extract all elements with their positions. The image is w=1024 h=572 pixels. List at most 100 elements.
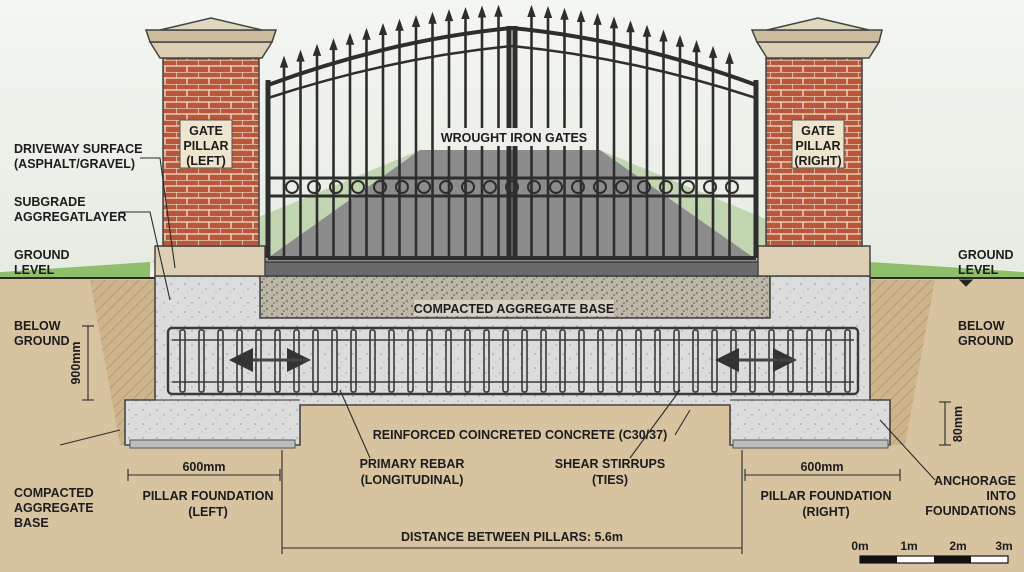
gate-finial [395,18,404,31]
stirrup [350,329,357,393]
gate-finial [312,43,322,56]
gate-finial [576,10,586,23]
label-reinforced-concrete: REINFORCED COINCRETED CONCRETE (C30/37) [373,428,667,442]
stirrup [198,329,205,393]
blinding-left [129,439,296,449]
gate-ring [571,180,585,194]
pillar-left [144,17,278,277]
gate-ring [461,180,475,194]
dim-depth: 900mm [69,341,83,384]
gate-ring [395,180,409,194]
gate-finial [329,38,338,51]
stirrup [388,329,395,393]
gate-ring [615,180,629,194]
gate-finial [461,7,470,20]
verge-right [600,150,870,262]
stirrup [654,329,661,393]
gate-ring [527,180,541,194]
labels: DRIVEWAY SURFACE(ASPHALT/GRAVEL) SUBGRAD… [14,124,1016,544]
stirrup [483,329,490,393]
gate-ring [351,180,365,194]
stirrup [578,329,585,393]
label-pillar-foundation-left: PILLAR FOUNDATION(LEFT) [142,489,273,519]
gate-ring [549,180,563,194]
gate-finial [725,51,734,64]
stirrup [312,329,319,393]
stirrup [521,329,528,393]
leader-lines [59,157,936,481]
scale-label-0: 0m [851,539,868,553]
stirrup [217,329,224,393]
gate-ring [439,180,453,194]
stirrup [407,329,414,393]
stirrup [426,329,433,393]
grass-left [0,262,150,278]
stirrup [844,329,851,393]
stirrup [635,329,642,393]
wrought-iron-label-bg [440,128,588,146]
gate-finial [428,11,437,24]
label-wrought-iron-gates: WROUGHT IRON GATES [441,131,587,145]
stirrup [825,329,832,393]
dim-width-right: 600mm [800,460,843,474]
stirrup [692,329,699,393]
gate-finial [477,5,487,18]
gate-finial [494,4,503,17]
gate-finial [642,24,652,37]
label-pillar-foundation-right: PILLAR FOUNDATION(RIGHT) [760,489,891,519]
stirrup [502,329,509,393]
scale-label-2: 2m [949,539,966,553]
gate-ring [593,180,607,194]
driveway-surface [261,261,763,277]
gate-ring [681,180,695,194]
gate-ring [505,180,519,194]
pillar-right [750,17,883,277]
compacted-label-bg [414,300,614,316]
gate-finial [543,6,553,19]
dimension-lines [82,279,974,554]
pillar-left-plaque [179,119,233,169]
gate-ring [637,180,651,194]
primary-rebar-outline [166,326,860,396]
gate-finial [345,32,355,45]
scale-label-1: 1m [900,539,917,553]
label-primary-rebar: PRIMARY REBAR(LONGITUDINAL) [360,457,465,487]
gate-ring [307,180,321,194]
gate-finial [675,34,685,47]
gate-bars [279,4,739,258]
wrought-iron-gates [265,4,759,260]
stirrup [540,329,547,393]
stirrup [559,329,566,393]
gate-finial [411,15,421,28]
gate-finial [626,20,635,33]
gate-finial [378,23,388,36]
gate-finial [659,29,668,42]
gate-finial [609,16,619,29]
gate-finial [527,4,536,17]
label-compacted-aggregate-base: COMPACTED AGGREGATE BASE [414,302,614,316]
blinding-right [732,439,889,449]
gate-finial [444,9,454,22]
gate-ring [373,180,387,194]
dim-footing: 80mm [951,406,965,442]
pillar-right-plaque [791,119,845,169]
gate-ring [417,180,431,194]
gate-finial [692,40,701,53]
gate-ring [725,180,739,194]
gate-finial [279,55,289,68]
gate-ring [483,180,497,194]
stirrup [616,329,623,393]
gate-finial [362,27,371,40]
gate-finial [560,7,569,20]
stirrup [806,329,813,393]
gate-finial [708,45,718,58]
label-distance-between-pillars: DISTANCE BETWEEN PILLARS: 5.6m [401,530,623,544]
